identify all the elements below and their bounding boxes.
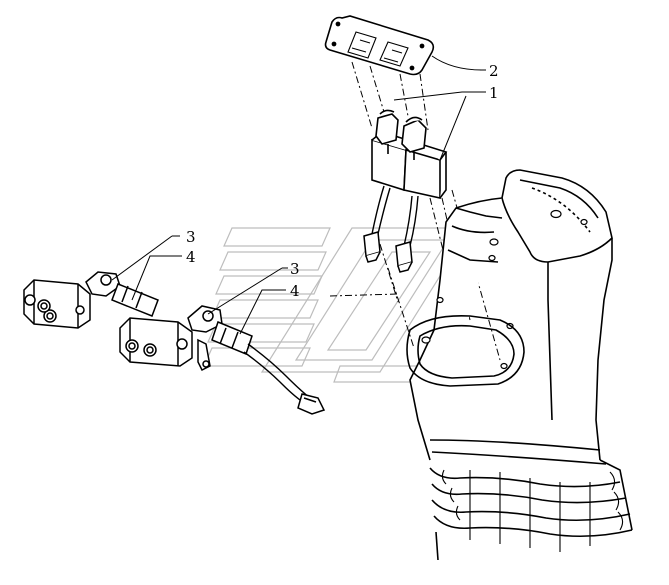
leader-lines <box>111 55 486 335</box>
console-pedestal <box>406 169 633 561</box>
switch-connectors <box>363 231 413 273</box>
callout-2: 2 <box>489 62 499 80</box>
rocker-switches <box>371 109 448 199</box>
harness-plug <box>297 393 326 415</box>
callout-1: 1 <box>489 84 499 102</box>
callout-4-upper: 4 <box>186 248 196 266</box>
switch-wires <box>371 185 419 247</box>
callout-3-upper: 3 <box>186 228 196 246</box>
cover-plate <box>324 15 435 76</box>
callout-4-lower: 4 <box>290 282 300 300</box>
valve-assembly-lower <box>119 305 253 372</box>
watermark-logo <box>203 227 472 383</box>
callout-3-lower: 3 <box>290 260 300 278</box>
valve-assembly-upper <box>23 271 159 329</box>
